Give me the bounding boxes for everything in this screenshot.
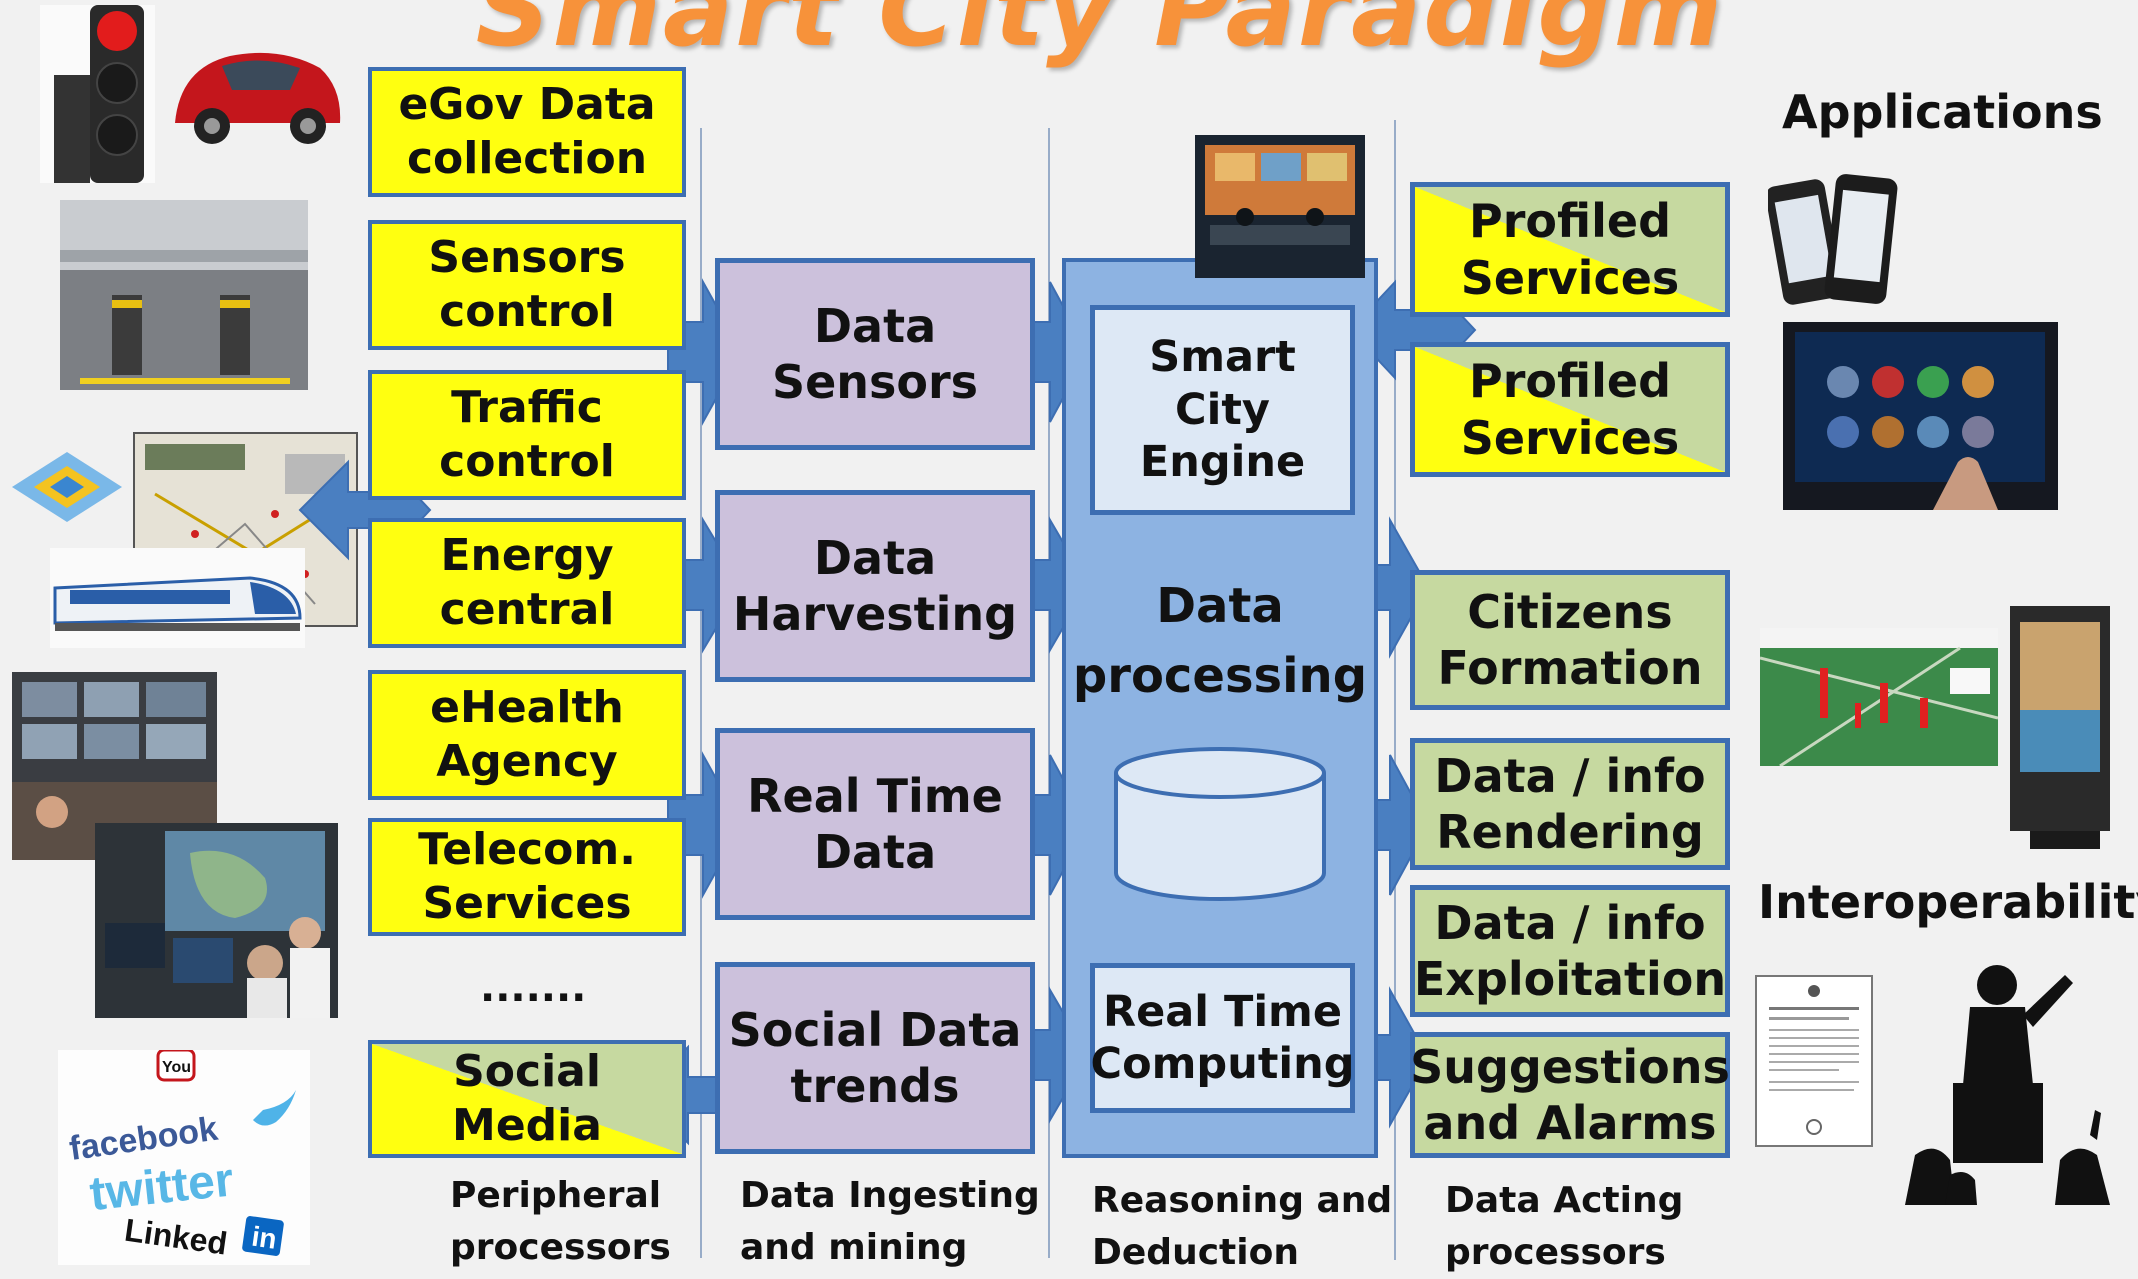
youtube-logo-text: You — [162, 1059, 191, 1076]
ingest-data-sensors: Data Sensors — [715, 258, 1035, 450]
smartphones-photo — [1765, 170, 1903, 315]
peripheral-caption: Peripheral processors — [450, 1175, 671, 1269]
acting-data-rendering: Data / info Rendering — [1410, 738, 1730, 870]
operators-photo — [95, 823, 338, 1018]
document-scan — [1755, 975, 1873, 1147]
acting-caption: Data Acting processors — [1445, 1180, 1684, 1274]
ingest-social-trends: Social Data trends — [715, 962, 1035, 1154]
info-kiosk-photo — [1970, 600, 2125, 855]
realtime-computing: Real Time Computing — [1090, 963, 1355, 1113]
peripheral-ellipsis: ....... — [480, 965, 587, 1011]
data-processing-label: Data processing — [1072, 578, 1368, 704]
operations-center-photo — [1195, 135, 1365, 278]
sensor-chip-icon — [8, 448, 126, 526]
smart-city-engine: Smart City Engine — [1090, 305, 1355, 515]
ingesting-caption: Data Ingesting and mining — [740, 1175, 1040, 1269]
column-divider — [1394, 120, 1396, 1260]
speaker-silhouette — [1905, 955, 2110, 1205]
ingest-data-harvesting: Data Harvesting — [715, 490, 1035, 682]
diagram-title: Smart City Paradigm — [475, 0, 1725, 70]
parking-bollards-photo — [60, 200, 308, 390]
peripheral-egov: eGov Data collection — [368, 67, 686, 197]
co2-emissions-map — [1759, 628, 1999, 768]
peripheral-ehealth: eHealth Agency — [368, 670, 686, 800]
ingest-realtime-data: Real Time Data — [715, 728, 1035, 920]
column-divider — [700, 128, 702, 1258]
acting-profiled-services-1: Profiled Services — [1410, 182, 1730, 317]
column-divider — [1048, 128, 1050, 1258]
acting-profiled-services-2: Profiled Services — [1410, 342, 1730, 477]
traffic-light-photo — [40, 5, 155, 183]
applications-heading: Applications — [1782, 85, 2103, 139]
interoperability-heading: Interoperability — [1758, 875, 2138, 929]
acting-suggestions-alarms: Suggestions and Alarms — [1410, 1032, 1730, 1158]
acting-citizens-formation: Citizens Formation — [1410, 570, 1730, 710]
social-media-logos: You facebook twitter Linked in — [58, 1048, 310, 1265]
peripheral-traffic: Traffic control — [368, 370, 686, 500]
control-room-photo — [12, 672, 217, 860]
peripheral-sensors: Sensors control — [368, 220, 686, 350]
train-photo — [50, 548, 305, 648]
peripheral-energy: Energy central — [368, 518, 686, 648]
red-car-photo — [160, 28, 350, 158]
peripheral-telecom: Telecom. Services — [368, 818, 686, 936]
reasoning-caption: Reasoning and Deduction — [1092, 1180, 1393, 1274]
acting-data-exploitation: Data / info Exploitation — [1410, 885, 1730, 1017]
peripheral-social: Social Media — [368, 1040, 686, 1158]
touchscreen-panel-photo — [1783, 322, 2058, 510]
database-icon — [1114, 747, 1326, 901]
linkedin-in-text: in — [250, 1221, 279, 1255]
